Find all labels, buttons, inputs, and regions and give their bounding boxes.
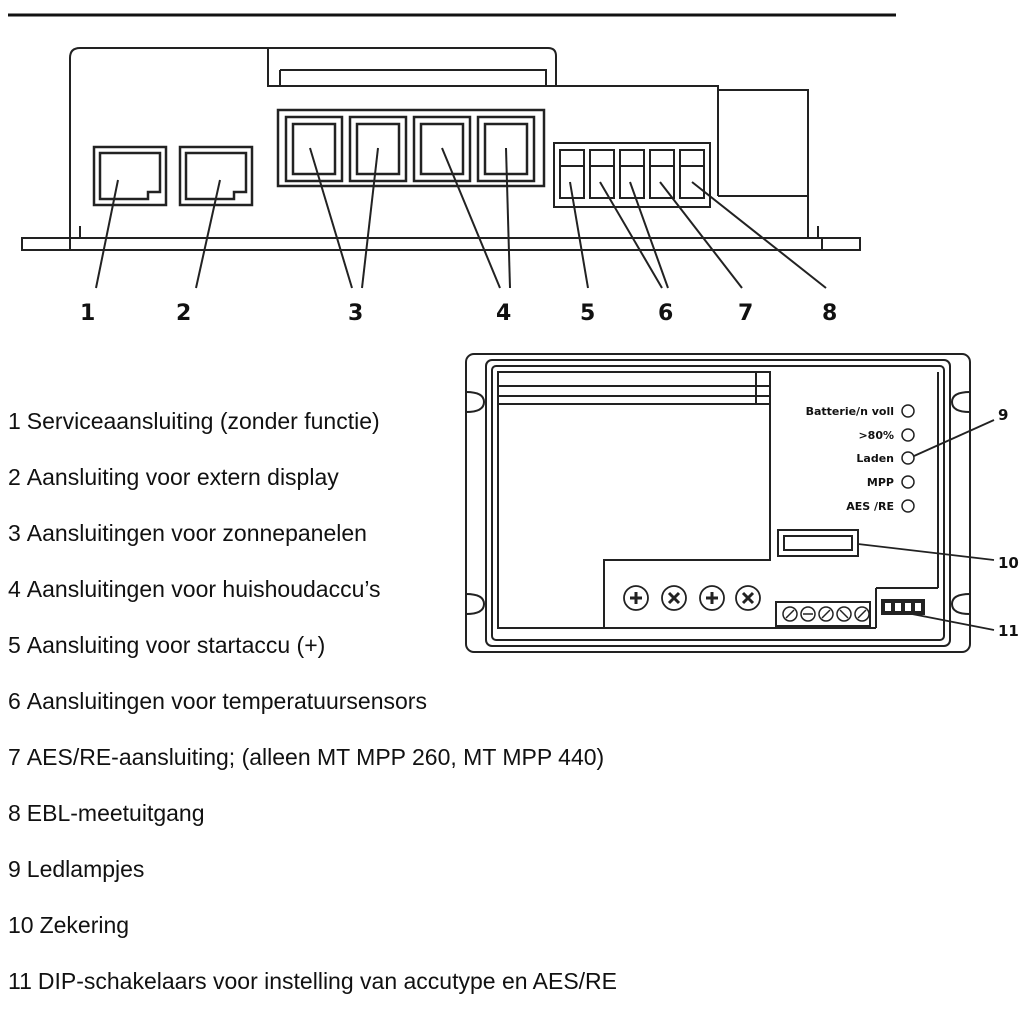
- callout-1: 1: [80, 301, 95, 326]
- legend-num: 9: [8, 856, 21, 882]
- legend-text: Serviceaansluiting (zonder functie): [26, 408, 380, 434]
- leader-lines-front: [857, 419, 995, 631]
- led-label-mpp: MPP: [867, 476, 894, 489]
- screw-terminals-large: [623, 585, 761, 611]
- terminal-block-small: [553, 142, 711, 208]
- callout-11: 11: [998, 622, 1019, 640]
- led-label-battery-full: Batterie/n voll: [806, 405, 894, 418]
- led-indicators: [901, 404, 915, 513]
- terminal-block-large: [276, 108, 546, 188]
- led-label-aes-re: AES /RE: [846, 500, 894, 513]
- legend-text: Aansluiting voor startaccu (+): [26, 632, 326, 658]
- legend-num: 5: [8, 632, 21, 658]
- connector-side-view: [21, 47, 861, 251]
- front-view-housing: [465, 353, 971, 653]
- callout-7: 7: [738, 301, 753, 326]
- legend-text: Aansluitingen voor zonnepanelen: [26, 520, 367, 546]
- callout-5: 5: [580, 301, 595, 326]
- legend-num: 11: [8, 968, 32, 994]
- legend-text: Aansluiting voor extern display: [26, 464, 339, 490]
- callout-9: 9: [998, 406, 1008, 424]
- legend-text: AES/RE-aansluiting; (alleen MT MPP 260, …: [26, 744, 605, 770]
- legend-num: 3: [8, 520, 21, 546]
- legend-num: 2: [8, 464, 21, 490]
- screw-terminals-small: [782, 606, 870, 622]
- legend-num: 4: [8, 576, 21, 602]
- legend-text: Zekering: [39, 912, 130, 938]
- legend-num: 1: [8, 408, 21, 434]
- callout-2: 2: [176, 301, 191, 326]
- legend-num: 10: [8, 912, 34, 938]
- callout-8: 8: [822, 301, 837, 326]
- legend-num: 6: [8, 688, 21, 714]
- callout-6: 6: [658, 301, 673, 326]
- callout-10: 10: [998, 554, 1019, 572]
- led-label-charging: Laden: [856, 452, 894, 465]
- legend-num: 8: [8, 800, 21, 826]
- service-port: [92, 145, 168, 207]
- legend-text: Aansluitingen voor temperatuursensors: [26, 688, 427, 714]
- legend-text: Ledlampjes: [26, 856, 145, 882]
- leader-lines-top: [95, 147, 827, 289]
- display-port: [178, 145, 254, 207]
- legend-text: EBL-meetuitgang: [26, 800, 205, 826]
- callout-3: 3: [348, 301, 363, 326]
- led-label-80: >80%: [858, 429, 894, 442]
- legend-num: 7: [8, 744, 21, 770]
- legend-text: Aansluitingen voor huishoudaccu’s: [26, 576, 381, 602]
- callout-4: 4: [496, 301, 511, 326]
- legend-text: DIP-schakelaars voor instelling van accu…: [37, 968, 618, 994]
